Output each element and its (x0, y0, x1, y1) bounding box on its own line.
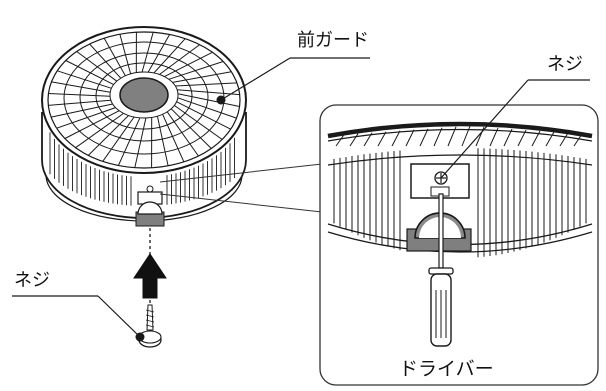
detail-closeup (327, 121, 593, 258)
guard-spokes (48, 32, 240, 168)
fan-unit (41, 26, 247, 227)
label-screw-top: ネジ (547, 54, 583, 75)
screwdriver-icon (428, 193, 454, 347)
screw-mount (135, 185, 165, 227)
side-vents (49, 132, 235, 206)
label-screw-left: ネジ (14, 270, 50, 291)
up-arrow-icon (133, 253, 167, 299)
label-screwdriver: ドライバー (399, 358, 494, 380)
label-front-guard: 前ガード (297, 30, 369, 51)
guard-hub (119, 77, 169, 113)
